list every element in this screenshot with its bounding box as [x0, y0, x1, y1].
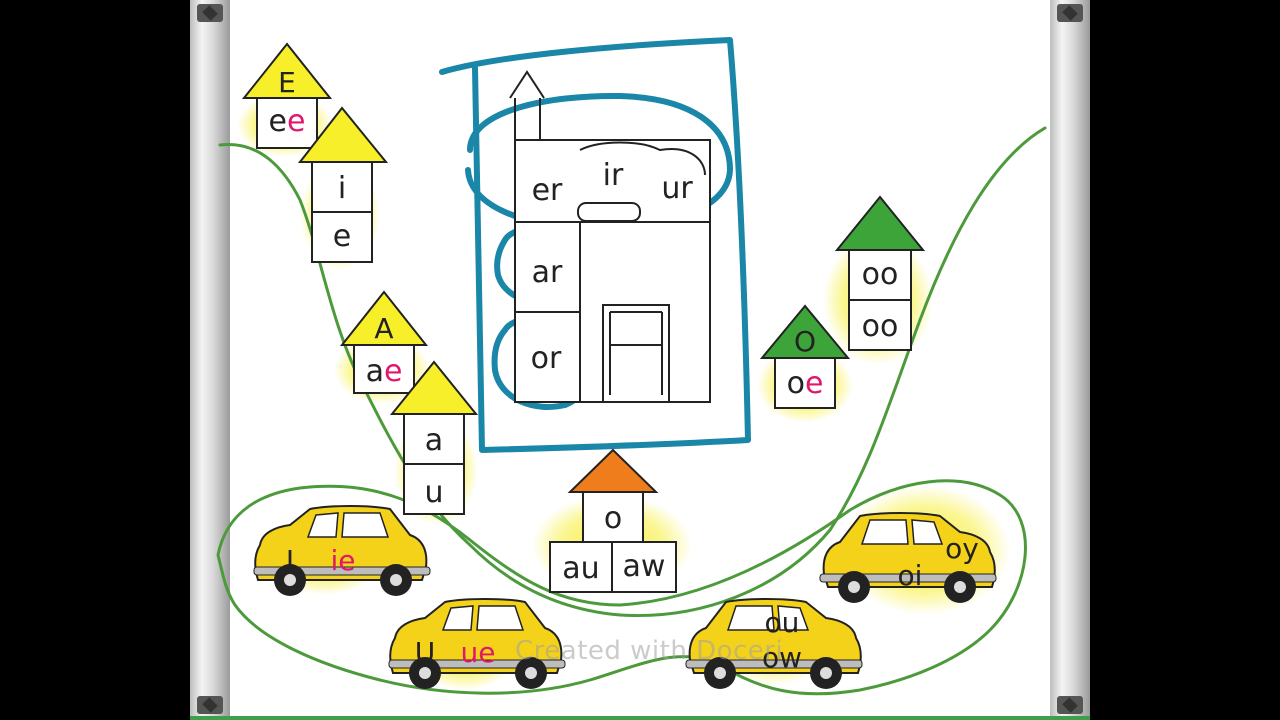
house-o-bottom-1: aw	[623, 549, 666, 584]
house-O-cell-0: oe	[787, 366, 824, 401]
label-ur: ur	[661, 171, 693, 206]
car-3-label-2: ow	[762, 641, 802, 674]
clip-bottom-left-icon	[197, 696, 223, 714]
watermark-text: Created with Doceri	[515, 636, 784, 666]
house-a-cell-0: a	[425, 423, 443, 458]
house-O: O oe	[759, 304, 851, 409]
house-o-bottom-0: au	[562, 551, 599, 586]
house-E-roof: E	[278, 66, 296, 99]
label-er: er	[532, 173, 563, 208]
car-2-label-2: ue	[461, 636, 496, 669]
right-rail	[1050, 0, 1090, 720]
car-4-label-2: oy	[945, 532, 979, 565]
house-oo-cell-0: oo	[862, 257, 899, 292]
house-A: A ae	[339, 290, 429, 394]
house-A-roof: A	[374, 312, 393, 345]
big-house-labels: er ir ur ar or	[531, 158, 694, 376]
house-E-cell-0: ee	[269, 104, 306, 139]
clip-bottom-right-icon	[1057, 696, 1083, 714]
bottom-green-bar	[190, 716, 1090, 720]
left-rail	[190, 0, 230, 720]
house-i-cell-0: i	[338, 171, 346, 206]
big-house	[509, 70, 711, 403]
house-i-cell-1: e	[333, 219, 351, 254]
label-or: or	[531, 341, 562, 376]
car-4-label-1: oi	[898, 559, 923, 592]
house-oo-cell-1: oo	[862, 309, 899, 344]
house-E: E ee	[241, 42, 333, 149]
house-O-roof: O	[794, 325, 816, 358]
car-2-label-1: U	[415, 636, 436, 669]
car-1-label-2: ie	[330, 544, 355, 577]
car-1-label-1: I	[286, 544, 294, 577]
house-A-cell-0: ae	[366, 354, 403, 389]
clip-top-right-icon	[1057, 4, 1083, 22]
label-ar: ar	[532, 255, 563, 290]
label-ir: ir	[603, 158, 624, 193]
clip-top-left-icon	[197, 4, 223, 22]
house-oo: oo oo	[834, 195, 926, 351]
house-i: i e	[297, 106, 389, 263]
house-o: o au aw	[549, 448, 677, 593]
house-a-cell-1: u	[424, 475, 443, 510]
house-o-cell-0: o	[604, 501, 622, 536]
house-a: a u	[389, 360, 479, 515]
car-3-label-1: ou	[765, 606, 800, 639]
